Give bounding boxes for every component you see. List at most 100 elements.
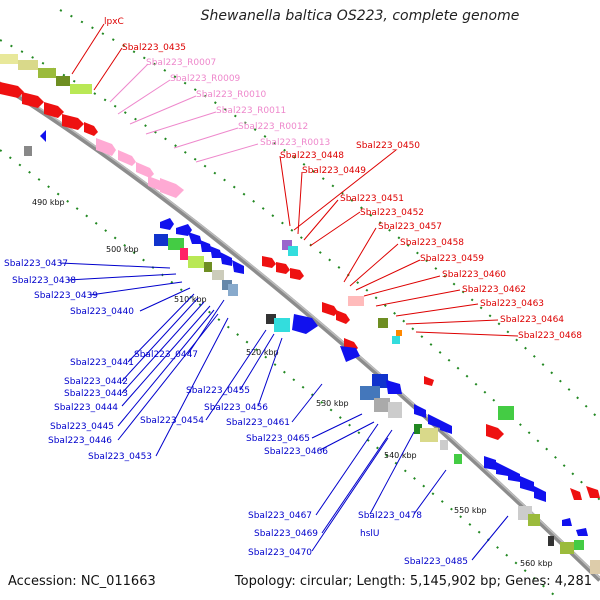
gene-label[interactable]: Sbal223_0447 xyxy=(134,350,198,360)
feature-gene-arrow[interactable] xyxy=(0,82,24,98)
feature-gene-arrow[interactable] xyxy=(586,486,600,498)
feature-gene[interactable] xyxy=(204,262,212,272)
feature-gene[interactable] xyxy=(374,398,390,412)
gene-label[interactable]: Sbal223_0485 xyxy=(404,557,468,567)
feature-gene-arrow[interactable] xyxy=(570,488,582,500)
feature-gene-arrow[interactable] xyxy=(424,376,434,386)
gene-label[interactable]: Sbal223_0442 xyxy=(64,377,128,387)
gene-label[interactable]: Sbal223_0454 xyxy=(140,416,204,426)
feature-gene[interactable] xyxy=(228,284,238,296)
feature-gene-arrow[interactable] xyxy=(520,476,534,492)
feature-gene[interactable] xyxy=(498,406,514,420)
feature-gene[interactable] xyxy=(38,68,56,78)
feature-gene-arrow[interactable] xyxy=(292,314,318,334)
gene-label[interactable]: Sbal223_R0010 xyxy=(196,90,267,100)
gene-label[interactable]: Sbal223_0468 xyxy=(518,331,582,341)
gene-label[interactable]: Sbal223_0461 xyxy=(226,418,290,428)
feature-gene-arrow[interactable] xyxy=(562,518,572,526)
feature-gene-arrow[interactable] xyxy=(508,468,520,482)
feature-gene-arrow[interactable] xyxy=(62,114,84,130)
gene-label[interactable]: Sbal223_0438 xyxy=(12,276,76,286)
gene-label[interactable]: Sbal223_0451 xyxy=(340,194,404,204)
feature-gene-arrow[interactable] xyxy=(210,246,222,258)
feature-gene-arrow[interactable] xyxy=(440,420,452,434)
feature-gene[interactable] xyxy=(372,374,388,388)
feature-gene[interactable] xyxy=(0,54,18,64)
feature-gene-arrow[interactable] xyxy=(486,424,504,440)
feature-gene-arrow[interactable] xyxy=(40,130,46,142)
gene-label[interactable]: Sbal223_0449 xyxy=(302,166,366,176)
feature-rna-arrow[interactable] xyxy=(96,138,116,156)
feature-gene-arrow[interactable] xyxy=(414,404,426,418)
feature-gene-arrow[interactable] xyxy=(200,240,212,252)
feature-gene[interactable] xyxy=(222,280,232,290)
feature-gene-arrow[interactable] xyxy=(232,260,244,274)
gene-label[interactable]: Sbal223_0465 xyxy=(246,434,310,444)
feature-gene-arrow[interactable] xyxy=(428,414,440,428)
feature-gene[interactable] xyxy=(590,560,600,574)
feature-gene[interactable] xyxy=(56,76,70,86)
gene-label[interactable]: Sbal223_R0007 xyxy=(146,58,216,68)
feature-rna-arrow[interactable] xyxy=(160,178,184,198)
gene-label[interactable]: Sbal223_0452 xyxy=(360,208,424,218)
gene-label[interactable]: Sbal223_0443 xyxy=(64,389,128,399)
gene-label[interactable]: Sbal223_0458 xyxy=(400,238,464,248)
feature-gene-arrow[interactable] xyxy=(534,486,546,502)
feature-gene[interactable] xyxy=(548,536,554,546)
feature-gene[interactable] xyxy=(24,146,32,156)
gene-label[interactable]: Sbal223_0453 xyxy=(88,452,152,462)
gene-label[interactable]: Sbal223_0464 xyxy=(500,315,564,325)
gene-label[interactable]: Sbal223_0462 xyxy=(462,285,526,295)
feature-gene[interactable] xyxy=(212,270,224,280)
gene-label[interactable]: Sbal223_0467 xyxy=(248,511,312,521)
gene-label[interactable]: Sbal223_R0011 xyxy=(216,106,286,116)
feature-gene[interactable] xyxy=(360,386,380,400)
gene-label[interactable]: hslU xyxy=(360,529,379,539)
gene-label[interactable]: Sbal223_R0009 xyxy=(170,74,241,84)
feature-gene-arrow[interactable] xyxy=(336,310,350,324)
gene-label[interactable]: Sbal223_0459 xyxy=(420,254,484,264)
feature-gene[interactable] xyxy=(420,428,438,442)
gene-label[interactable]: Sbal223_0463 xyxy=(480,299,544,309)
gene-label[interactable]: Sbal223_R0012 xyxy=(238,122,308,132)
feature-rna-arrow[interactable] xyxy=(136,162,154,178)
feature-gene-arrow[interactable] xyxy=(276,262,290,274)
feature-gene[interactable] xyxy=(266,314,276,324)
gene-label[interactable]: Sbal223_0450 xyxy=(356,141,420,151)
feature-gene[interactable] xyxy=(348,296,364,306)
gene-label[interactable]: Sbal223_0448 xyxy=(280,151,344,161)
gene-label[interactable]: Sbal223_0460 xyxy=(442,270,506,280)
gene-label[interactable]: Sbal223_0437 xyxy=(4,259,68,269)
gene-label[interactable]: Sbal223_0445 xyxy=(50,422,114,432)
feature-gene[interactable] xyxy=(70,84,92,94)
gene-label[interactable]: lpxC xyxy=(104,17,124,27)
feature-gene-arrow[interactable] xyxy=(322,302,338,316)
feature-gene-arrow[interactable] xyxy=(386,380,402,394)
gene-label[interactable]: Sbal223_0444 xyxy=(54,403,118,413)
feature-gene[interactable] xyxy=(454,454,462,464)
feature-gene-arrow[interactable] xyxy=(84,122,98,136)
feature-gene[interactable] xyxy=(288,246,298,256)
gene-label[interactable]: Sbal223_0446 xyxy=(48,436,112,446)
feature-gene[interactable] xyxy=(528,514,540,526)
feature-gene[interactable] xyxy=(414,424,422,434)
feature-rna-arrow[interactable] xyxy=(118,150,136,166)
gene-label[interactable]: Sbal223_0440 xyxy=(70,307,134,317)
feature-gene[interactable] xyxy=(574,540,584,550)
feature-gene-arrow[interactable] xyxy=(160,218,174,230)
feature-gene-arrow[interactable] xyxy=(340,346,360,362)
gene-label[interactable]: Sbal223_0469 xyxy=(254,529,318,539)
feature-gene[interactable] xyxy=(188,256,204,268)
feature-gene-arrow[interactable] xyxy=(44,102,64,118)
gene-label[interactable]: Sbal223_R0013 xyxy=(260,138,330,148)
feature-gene-arrow[interactable] xyxy=(576,528,588,536)
feature-gene[interactable] xyxy=(440,440,448,450)
feature-gene[interactable] xyxy=(392,336,400,344)
gene-label[interactable]: Sbal223_0457 xyxy=(378,222,442,232)
gene-label[interactable]: Sbal223_0455 xyxy=(186,386,250,396)
feature-gene-arrow[interactable] xyxy=(220,252,232,266)
gene-label[interactable]: Sbal223_0439 xyxy=(34,291,98,301)
gene-label[interactable]: Sbal223_0441 xyxy=(70,358,134,368)
feature-gene[interactable] xyxy=(396,330,402,336)
feature-gene-arrow[interactable] xyxy=(496,462,508,476)
